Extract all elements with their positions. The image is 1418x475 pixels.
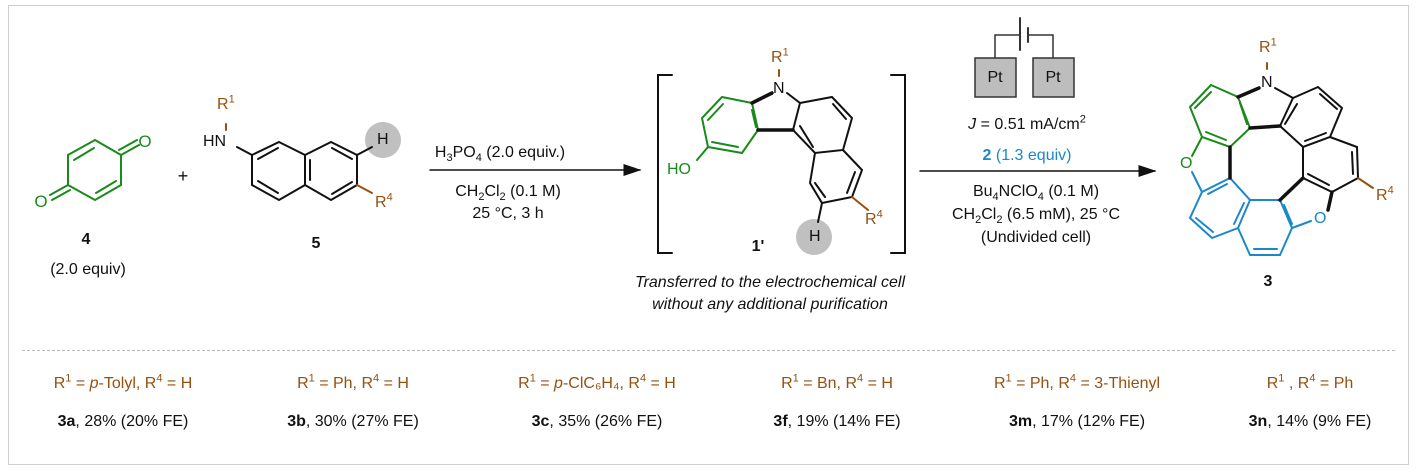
right-bracket <box>890 74 906 254</box>
compound-4-label: 4 <box>81 231 91 248</box>
mediator: 2 (1.3 equiv) <box>982 147 1072 164</box>
transfer-note-line1: Transferred to the electrochemical cell <box>634 274 906 291</box>
example-yield: 3m, 17% (12% FE) <box>1008 413 1146 430</box>
highlight-h <box>796 219 832 255</box>
n-label: N <box>1261 74 1273 91</box>
o-label: O <box>1314 210 1327 227</box>
r4-label: R4 <box>865 208 883 228</box>
naphthylamine-structure <box>225 123 373 202</box>
example-yield: 3b, 30% (27% FE) <box>287 413 419 430</box>
compound-4-equiv: (2.0 equiv) <box>50 261 126 278</box>
scheme-frame <box>8 5 1409 465</box>
r1-label: R1 <box>217 93 235 113</box>
example-substituents: R1 = Ph, R4 = 3-Thienyl <box>993 372 1161 392</box>
step1-reagent: H3PO4 (2.0 equiv.) <box>434 144 566 165</box>
electrode-anode-label: Pt <box>987 69 1003 86</box>
intermediate-label: 1' <box>751 238 765 255</box>
hydroxycarbazole-structure <box>696 69 869 223</box>
h-label: H <box>809 228 821 245</box>
current-density: J = 0.51 mA/cm2 <box>968 113 1086 133</box>
left-bracket <box>657 74 673 254</box>
electrode-cathode-label: Pt <box>1045 69 1061 86</box>
ho-label: HO <box>667 161 691 178</box>
r1-label: R1 <box>771 46 789 66</box>
example-yield: 3f, 19% (14% FE) <box>773 413 901 430</box>
hn-label: HN <box>203 133 227 150</box>
transfer-note-line2: without any additional purification <box>652 296 888 313</box>
compound-5-label: 5 <box>311 235 321 252</box>
highlight-h <box>365 122 401 158</box>
example-substituents: R1 = p-ClC₆H₄, R4 = H <box>518 372 676 392</box>
example-substituents: R1 = p-Tolyl, R4 = H <box>53 372 193 392</box>
example-yield: 3a, 28% (20% FE) <box>57 413 189 430</box>
r1-label: R1 <box>1259 36 1277 56</box>
o-label: O <box>1180 155 1193 172</box>
step1-solvent: CH2Cl2 (0.1 M) <box>455 183 561 204</box>
h-label: H <box>377 131 389 148</box>
step2-solvent: CH2Cl2 (6.5 mM), 25 °C <box>952 206 1120 227</box>
electrolyte: Bu4NClO4 (0.1 M) <box>972 183 1100 204</box>
plus-sign: + <box>177 166 189 186</box>
step1-temp: 25 °C, 3 h <box>472 205 544 222</box>
example-substituents: R1 = Ph, R4 = H <box>297 372 409 392</box>
product-label: 3 <box>1263 273 1273 290</box>
example-yield: 3n, 14% (9% FE) <box>1248 413 1372 430</box>
benzoquinone-structure <box>49 138 140 202</box>
product-structure <box>1188 62 1374 256</box>
divider <box>22 350 1395 351</box>
r4-label: R4 <box>375 191 393 211</box>
example-substituents: R1 = Bn, R4 = H <box>781 372 893 392</box>
example-substituents: R1 , R4 = Ph <box>1266 372 1354 392</box>
r4-label: R4 <box>1376 184 1394 204</box>
atom-o: O <box>138 132 151 151</box>
electrochemical-cell-icon <box>974 17 1075 98</box>
atom-o: O <box>34 192 47 211</box>
cell-type: (Undivided cell) <box>980 229 1092 246</box>
example-yield: 3c, 35% (26% FE) <box>531 413 663 430</box>
n-label: N <box>773 80 785 97</box>
